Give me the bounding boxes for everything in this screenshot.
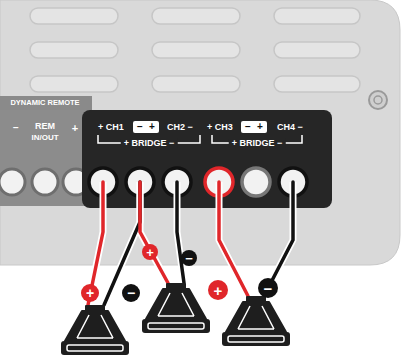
polarity-icon: [241, 121, 267, 133]
remote-terminal: [0, 169, 25, 195]
screw-center: [374, 96, 382, 104]
channel-label: +: [257, 122, 263, 132]
polarity-badge: [181, 250, 197, 266]
wire-outline: [177, 182, 184, 283]
channel-label: CH4 −: [277, 123, 303, 132]
vent-slot: [30, 76, 118, 92]
channel-label: −: [245, 122, 251, 132]
speaker-wire: [140, 182, 168, 283]
remote-label: IN/OUT: [31, 134, 58, 142]
vent-slot: [274, 8, 360, 24]
channel-label: + CH3: [207, 123, 233, 132]
vent-slot: [152, 42, 240, 58]
bridge-label: + BRIDGE −: [229, 139, 286, 148]
speaker-cone-line: [158, 293, 194, 316]
amplifier-housing: [0, 0, 400, 265]
remote-label: +: [72, 123, 78, 134]
vent-slot: [274, 42, 360, 58]
polarity-sign: +: [214, 283, 223, 298]
remote-strip: [0, 96, 92, 110]
polarity-badge: [208, 280, 228, 300]
channel-label: +: [149, 122, 155, 132]
polarity-badge: [122, 284, 140, 302]
speaker-basket: [222, 332, 290, 346]
wire-outline: [104, 182, 140, 305]
speaker-basket-line: [67, 345, 123, 351]
speaker-cone: [226, 302, 286, 332]
remote-label: REM: [35, 122, 55, 131]
channel-label: + CH1: [98, 123, 124, 132]
wire-outline: [219, 182, 248, 296]
speaker-wire: [104, 182, 140, 305]
polarity-sign: +: [146, 246, 154, 259]
speaker-wire: [177, 182, 184, 283]
speaker-basket: [61, 341, 129, 355]
polarity-badge: [142, 244, 158, 260]
wire-outline: [140, 182, 168, 283]
speaker-cone: [65, 311, 125, 341]
speaker-terminal: [242, 168, 270, 196]
polarity-sign: −: [127, 286, 135, 300]
vent-slot: [30, 42, 118, 58]
vent-slot: [152, 8, 240, 24]
polarity-badge: [258, 278, 278, 298]
speaker: [61, 305, 129, 355]
speaker-wire: [219, 182, 248, 296]
bridge-label: + BRIDGE −: [121, 139, 178, 148]
speaker-basket-line: [228, 336, 284, 342]
speaker-cone-line: [77, 315, 113, 338]
polarity-sign: +: [86, 286, 94, 300]
polarity-sign: −: [264, 281, 273, 296]
remote-panel: [0, 110, 90, 206]
vent-slot: [274, 76, 360, 92]
polarity-icon: [133, 121, 159, 133]
polarity-badge: [81, 284, 99, 302]
channel-label: −: [137, 122, 143, 132]
remote-terminal: [32, 169, 58, 195]
section-title: DYNAMIC REMOTE: [10, 99, 79, 107]
channel-label: CH2 −: [167, 123, 193, 132]
speaker-cone: [146, 289, 206, 319]
speaker-basket-line: [148, 323, 204, 329]
speaker: [222, 296, 290, 346]
vent-slot: [30, 8, 118, 24]
vent-slot: [152, 76, 240, 92]
speaker-cone-line: [238, 306, 274, 329]
speaker: [142, 283, 210, 333]
screw: [369, 91, 387, 109]
speaker-basket: [142, 319, 210, 333]
polarity-sign: −: [185, 252, 193, 265]
remote-label: −: [13, 123, 19, 133]
